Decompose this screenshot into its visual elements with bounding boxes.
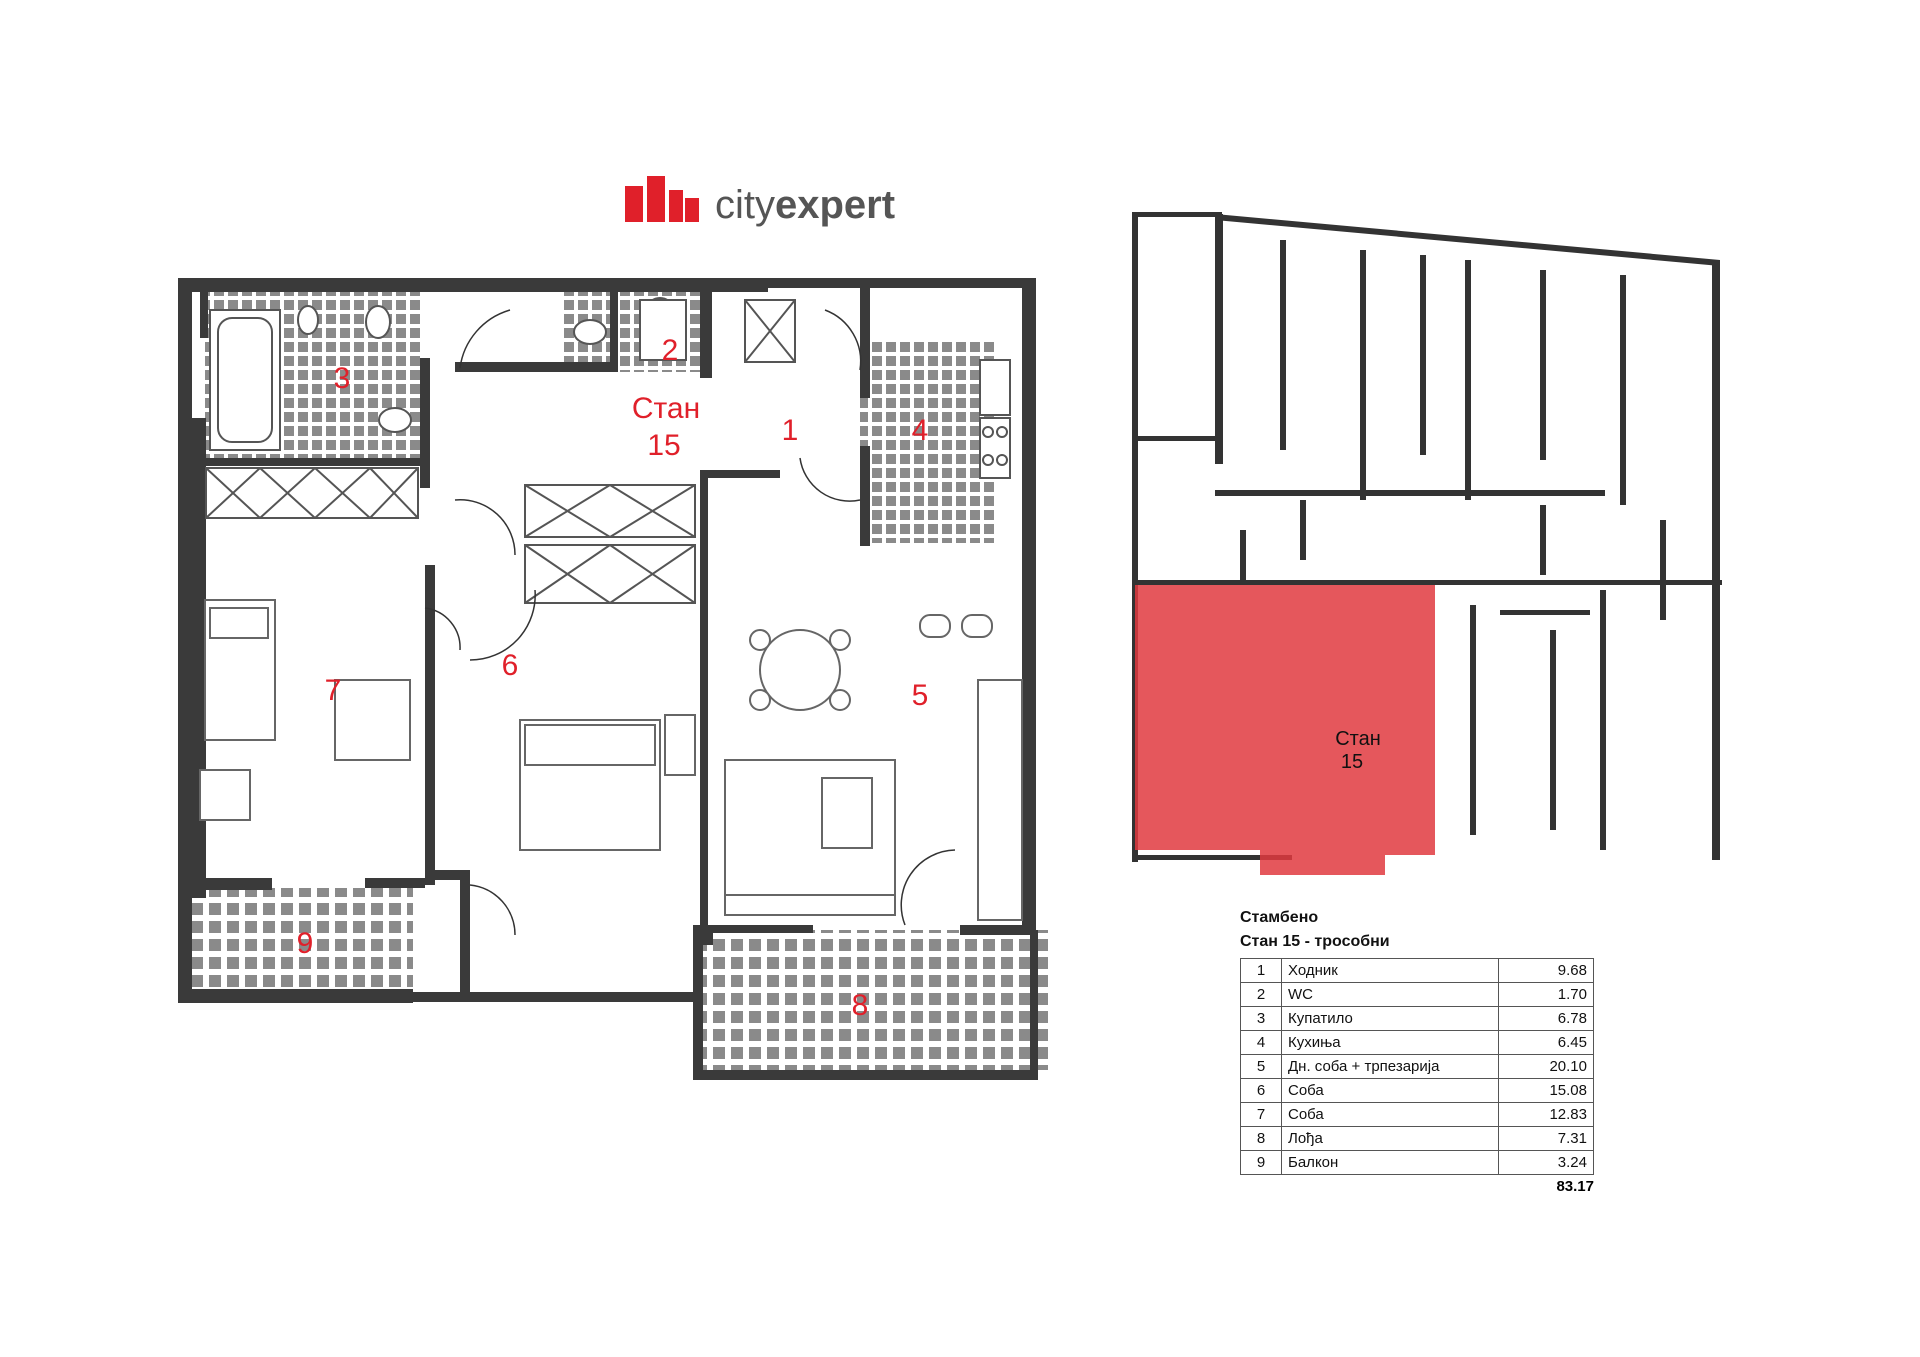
walls: [178, 278, 1038, 1080]
building-walls: [1132, 212, 1722, 862]
plan-unit-number: 15: [647, 429, 680, 462]
building-key-plan: Стан 15: [1132, 212, 1722, 875]
doors: [424, 309, 956, 936]
room-number-6: 6: [502, 649, 519, 682]
room-number-8: 8: [852, 989, 869, 1022]
highlighted-apartment-area: [1135, 585, 1435, 875]
room-number-2: 2: [662, 334, 679, 367]
loggia-floor: [693, 930, 1048, 1070]
apartment-floor-plan: 1 2 3 4 5 6 7 8 9 Стан 15: [178, 278, 1048, 1080]
kitchen-floor: [860, 338, 995, 543]
room-number-4: 4: [912, 414, 929, 447]
logo-wordmark: cityexpert: [715, 183, 895, 227]
building-unit-number: 15: [1341, 751, 1363, 773]
wardrobes: [205, 299, 796, 604]
legend-apartment: Стан 15 - трособни: [1240, 933, 1390, 950]
room-number-1: 1: [782, 414, 799, 447]
balcony-floor: [188, 888, 413, 993]
room-number-7: 7: [325, 674, 342, 707]
logo-mark-icon: [625, 176, 699, 222]
room-number-3: 3: [334, 362, 351, 395]
total-area: 83.17: [1556, 1178, 1594, 1195]
cityexpert-logo: cityexpert: [625, 176, 895, 227]
plan-unit-title: Стан: [632, 392, 700, 425]
building-unit-title: Стан: [1335, 728, 1381, 750]
room-number-5: 5: [912, 679, 929, 712]
room-number-9: 9: [297, 927, 314, 960]
legend-category: Стамбено: [1240, 909, 1319, 926]
furniture: [199, 599, 1023, 921]
